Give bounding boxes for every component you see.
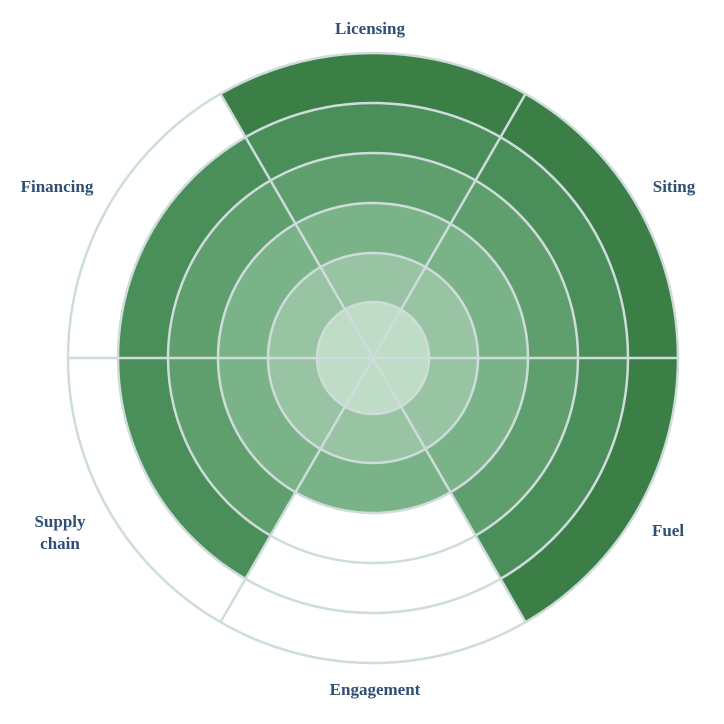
segment-licensing-level-2	[320, 253, 426, 310]
segment-siting-level-2	[401, 267, 478, 358]
segment-supply-chain-level-5	[118, 358, 271, 579]
category-label-line: Fuel	[652, 521, 684, 540]
segment-financing-level-5	[118, 137, 271, 358]
segment-supply-chain-level-3	[218, 358, 321, 493]
category-label-financing: Financing	[21, 177, 94, 196]
segment-financing-level-2	[268, 267, 345, 358]
segment-supply-chain-level-2	[268, 358, 345, 449]
segment-engagement-level-3	[295, 448, 451, 513]
category-label-line: Engagement	[330, 680, 421, 699]
grid-spoke-1	[219, 93, 375, 359]
segment-siting-level-6	[500, 93, 678, 359]
grid-spoke-2	[371, 93, 527, 359]
category-label-line: chain	[40, 534, 80, 553]
segment-fuel-level-6	[500, 358, 678, 623]
category-label-engagement: Engagement	[330, 680, 421, 699]
segment-engagement-level-2	[320, 406, 426, 463]
segment-licensing-level-4	[270, 153, 476, 224]
category-label-line: Siting	[653, 177, 696, 196]
segment-fuel-level-5	[475, 358, 628, 579]
segment-supply-chain-level-4	[168, 358, 296, 536]
segment-licensing-level-3	[295, 203, 451, 268]
segment-fuel-level-4	[450, 358, 578, 536]
segment-licensing-level-1	[345, 302, 401, 358]
segment-licensing-level-6	[220, 52, 526, 138]
category-label-supply-chain: Supply chain	[34, 512, 86, 553]
category-label-line: Licensing	[335, 19, 405, 38]
segment-siting-level-3	[425, 223, 528, 358]
grid-spoke-5	[219, 357, 375, 623]
segment-fuel-level-3	[425, 358, 528, 493]
segment-financing-level-4	[168, 180, 296, 358]
segment-fuel-level-2	[401, 358, 478, 449]
grid-layer	[66, 51, 680, 665]
category-label-line: Supply	[34, 512, 86, 531]
category-label-fuel: Fuel	[652, 521, 684, 540]
grid-spoke-4	[371, 357, 527, 623]
category-label-siting: Siting	[653, 177, 696, 196]
category-label-licensing: Licensing	[335, 19, 405, 38]
segment-licensing-level-5	[245, 103, 501, 181]
segment-siting-level-5	[475, 137, 628, 358]
segments-layer	[118, 52, 678, 623]
segment-engagement-level-1	[345, 358, 401, 414]
segment-siting-level-4	[450, 180, 578, 358]
segment-financing-level-3	[218, 223, 321, 358]
category-label-line: Financing	[21, 177, 94, 196]
